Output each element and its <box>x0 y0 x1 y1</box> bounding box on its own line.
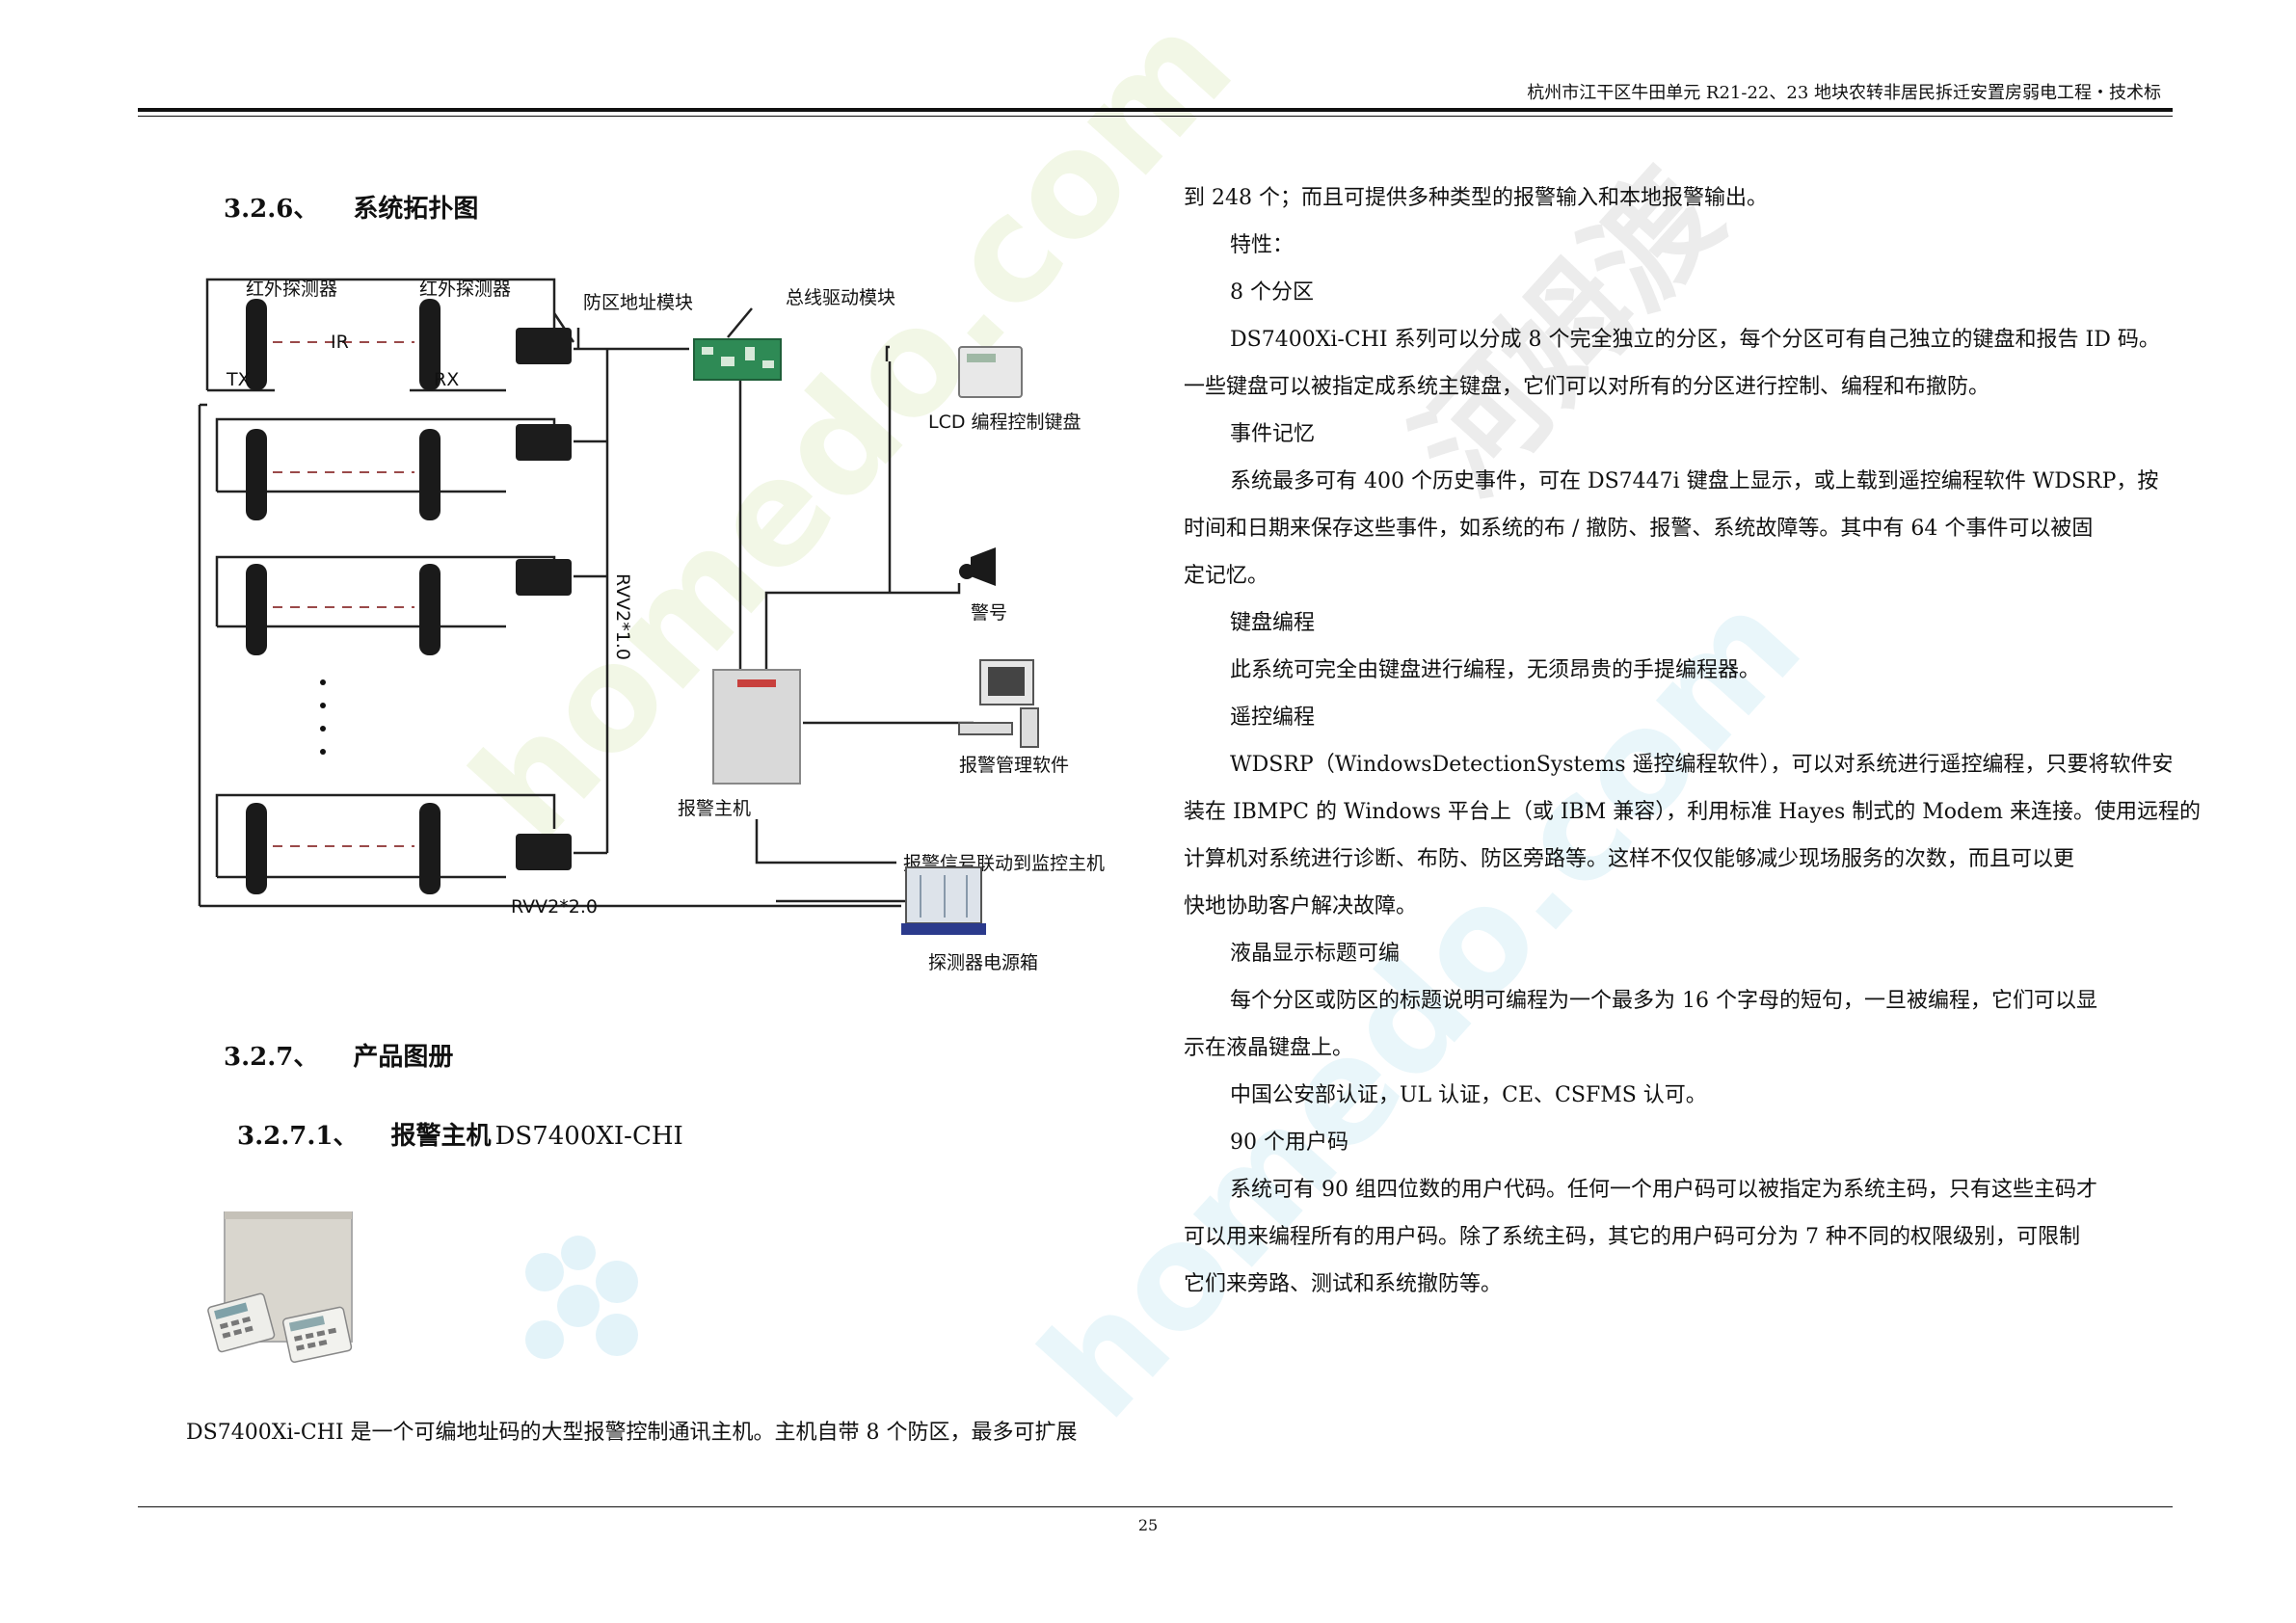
footer-rule <box>138 1506 2173 1507</box>
right-text-line: 系统最多可有 400 个历史事件，可在 DS7447i 键盘上显示，或上载到遥控… <box>1230 469 2159 493</box>
right-text-line: 事件记忆 <box>1230 422 1316 446</box>
header-title: 杭州市江干区牛田单元 R21-22、23 地块农转非居民拆迁安置房弱电工程・技术… <box>1527 83 2161 103</box>
right-text-line: 一些键盘可以被指定成系统主键盘，它们可以对所有的分区进行控制、编程和布撤防。 <box>1184 375 1990 399</box>
section-heading-3-2-6: 3.2.6、 系统拓扑图 <box>224 189 478 225</box>
section-title: 报警主机 <box>390 1122 492 1151</box>
zone-address-modules <box>516 328 572 870</box>
section-title: 产品图册 <box>353 1043 454 1072</box>
intro-paragraph: DS7400Xi-CHI 是一个可编地址码的大型报警控制通讯主机。主机自带 8 … <box>186 1421 1078 1445</box>
right-text-line: 每个分区或防区的标题说明可编程为一个最多为 16 个字母的短句，一旦被编程，它们… <box>1230 989 2097 1013</box>
right-text-line: DS7400Xi-CHI 系列可以分成 8 个完全独立的分区，每个分区可有自己独… <box>1230 328 2160 352</box>
zone-module-label: 防区地址模块 <box>583 292 693 313</box>
section-heading-3-2-7: 3.2.7、 产品图册 <box>224 1037 453 1073</box>
section-model: DS7400XI-CHI <box>494 1122 683 1151</box>
right-text-line: 系统可有 90 组四位数的用户代码。任何一个用户码可以被指定为系统主码，只有这些… <box>1230 1178 2097 1202</box>
right-text-line: 示在液晶键盘上。 <box>1184 1036 1354 1060</box>
ir-beam-label: IR <box>331 332 349 353</box>
detector-ellipsis <box>320 679 326 755</box>
right-text-line: 特性： <box>1230 233 1295 257</box>
ir-detector-label-tx: 红外探测器 <box>246 279 337 300</box>
right-text-line: 快地协助客户解决故障。 <box>1184 894 1418 918</box>
bus-driver-module <box>693 338 782 381</box>
ir-detector-label-rx: 红外探测器 <box>419 279 511 300</box>
power-box-label: 探测器电源箱 <box>928 952 1038 973</box>
alarm-panel-label: 报警主机 <box>678 798 751 819</box>
siren-label: 警号 <box>971 602 1007 624</box>
cable-label-rvv2: RVV2*2.0 <box>511 896 598 918</box>
right-text-line: 装在 IBMPC 的 Windows 平台上（或 IBM 兼容），利用标准 Ha… <box>1184 800 2201 824</box>
detector-row-last <box>246 803 441 894</box>
section-number: 3.2.6、 <box>224 195 319 224</box>
software-label: 报警管理软件 <box>959 755 1069 776</box>
right-text-line: 时间和日期来保存这些事件，如系统的布 / 撤防、报警、系统故障等。其中有 64 … <box>1184 517 2094 541</box>
right-text-line: 可以用来编程所有的用户码。除了系统主码，其它的用户码可分为 7 种不同的权限级别… <box>1184 1225 2080 1249</box>
detector-row-2 <box>246 429 441 520</box>
diagram-wiring <box>198 278 974 908</box>
right-text-line: 此系统可完全由键盘进行编程，无须昂贵的手提编程器。 <box>1230 658 1761 682</box>
siren-icon <box>971 547 996 586</box>
right-text-line: 90 个用户码 <box>1230 1131 1348 1155</box>
bus-driver-label: 总线驱动模块 <box>786 287 895 308</box>
right-column-text: 到 248 个；而且可提供多种类型的报警输入和本地报警输出。特性： 8 个分区 DS… <box>1184 174 2201 1308</box>
page-number: 25 <box>1137 1516 1159 1534</box>
right-text-line: 液晶显示标题可编 <box>1230 942 1401 966</box>
power-box-device <box>901 866 986 935</box>
section-number: 3.2.7.1、 <box>237 1122 359 1151</box>
right-text-line: WDSRP（WindowsDetectionSystems 遥控编程软件），可以… <box>1230 753 2174 777</box>
right-text-line: 8 个分区 <box>1230 280 1314 305</box>
watermark-flower-icon <box>525 1236 638 1359</box>
lcd-keyboard-label: LCD 编程控制键盘 <box>928 412 1081 433</box>
detector-row-3 <box>246 564 441 655</box>
computer-icon <box>958 659 1039 748</box>
header-rule-thin <box>138 116 2173 117</box>
topology-diagram: IR 红外探测器 红外探测器 TX RX 防区地址模块 总线驱动模块 LCD 编… <box>198 278 1105 973</box>
right-text-line: 遥控编程 <box>1230 705 1316 730</box>
detector-row-1: IR 红外探测器 红外探测器 TX RX <box>226 279 511 390</box>
right-text-line: 计算机对系统进行诊断、布防、防区旁路等。这样不仅仅能够减少现场服务的次数，而且可… <box>1184 847 2075 871</box>
section-number: 3.2.7、 <box>224 1043 319 1072</box>
section-title: 系统拓扑图 <box>353 195 479 224</box>
right-text-line: 定记忆。 <box>1184 564 1269 588</box>
tx-label: TX <box>226 369 251 390</box>
right-text-line: 中国公安部认证，UL 认证，CE、CSFMS 认可。 <box>1230 1083 1707 1107</box>
rx-label: RX <box>434 369 459 390</box>
right-text-line: 它们来旁路、测试和系统撤防等。 <box>1184 1272 1503 1296</box>
alarm-panel-device <box>712 669 801 785</box>
right-text-line: 键盘编程 <box>1230 611 1316 635</box>
right-text-line: 到 248 个；而且可提供多种类型的报警输入和本地报警输出。 <box>1184 186 1768 210</box>
product-photo-ds7400 <box>207 1211 353 1364</box>
cable-label-rvv1: RVV2*1.0 <box>612 573 633 660</box>
header-rule-thick <box>138 108 2173 112</box>
